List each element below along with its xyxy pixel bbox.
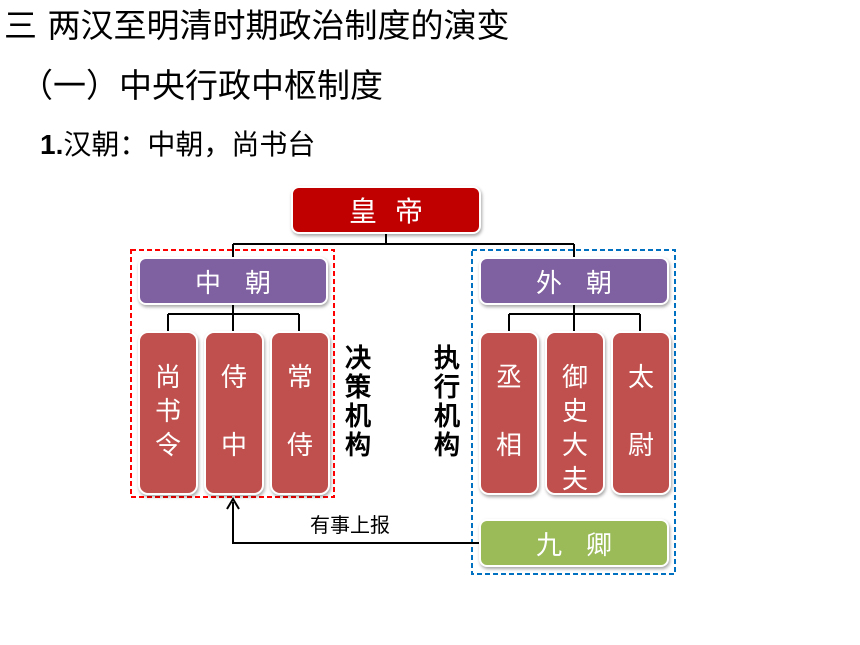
- section-title: 三 两汉至明清时期政治制度的演变: [4, 6, 510, 45]
- inner-group-border: [130, 249, 335, 498]
- member-label: 侍中: [220, 363, 247, 461]
- member-box-shangshuling: 尚书令: [138, 331, 198, 495]
- point-heading: 1.汉朝：中朝，尚书台: [40, 126, 315, 164]
- decision-role-label: 决策机构: [344, 344, 371, 461]
- member-label: 太尉: [627, 363, 654, 461]
- inner-court-box: 中朝: [138, 257, 328, 305]
- report-label: 有事上报: [310, 513, 390, 537]
- member-label: 御史大夫: [561, 363, 588, 495]
- member-box-taiwei: 太尉: [611, 331, 671, 495]
- member-box-changshi: 常侍: [270, 331, 330, 495]
- outer-court-box: 外朝: [479, 257, 669, 305]
- report-arrow-line: [232, 502, 479, 544]
- member-label: 常侍: [286, 363, 313, 461]
- emperor-box: 皇帝: [291, 186, 481, 234]
- outer-group-border: [471, 249, 676, 575]
- execution-role-label: 执行机构: [433, 344, 460, 461]
- subsection-title: （一）中央行政中枢制度: [20, 66, 383, 105]
- point-number: 1.: [40, 129, 64, 160]
- member-box-chengxiang: 丞相: [479, 331, 539, 495]
- member-label: 丞相: [495, 363, 522, 461]
- point-text: 汉朝：中朝，尚书台: [63, 128, 316, 161]
- nine-ministers-box: 九卿: [479, 519, 669, 567]
- member-box-yushidafu: 御史大夫: [545, 331, 605, 495]
- report-arrowhead: [226, 497, 240, 510]
- member-label: 尚书令: [154, 363, 181, 461]
- member-box-shizhong: 侍中: [204, 331, 264, 495]
